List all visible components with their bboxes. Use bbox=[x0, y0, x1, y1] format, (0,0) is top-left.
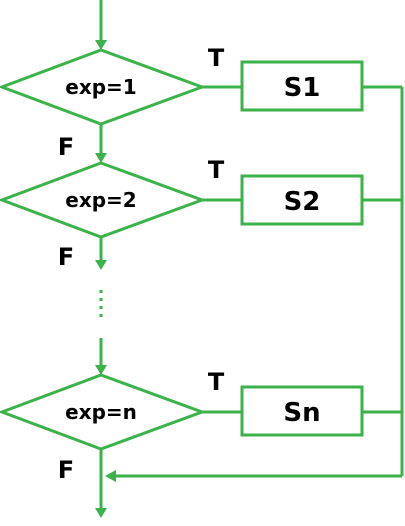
statement-n-label: Sn bbox=[283, 398, 320, 428]
statement-2-label: S2 bbox=[284, 187, 321, 217]
entry-arrowhead-n bbox=[95, 365, 107, 375]
decision-2-false-label: F bbox=[58, 243, 74, 271]
false-arrowhead-2 bbox=[95, 260, 107, 270]
statement-box-2 bbox=[240, 174, 364, 226]
decision-1-condition: exp=1 bbox=[65, 75, 136, 99]
decision-1-true-label: T bbox=[208, 44, 225, 72]
decision-2-true-label: T bbox=[208, 156, 225, 184]
decision-2-condition: exp=2 bbox=[65, 188, 136, 212]
entry-arrowhead bbox=[95, 40, 107, 50]
false-arrowhead-1 bbox=[95, 153, 107, 163]
decision-n-condition: exp=n bbox=[65, 400, 137, 424]
exit-arrowhead bbox=[95, 508, 107, 518]
decision-n-true-label: T bbox=[208, 368, 225, 396]
decision-1-false-label: F bbox=[58, 133, 74, 161]
decision-n-false-label: F bbox=[58, 456, 74, 484]
return-arrowhead bbox=[105, 470, 116, 482]
statement-1-label: S1 bbox=[284, 73, 321, 103]
